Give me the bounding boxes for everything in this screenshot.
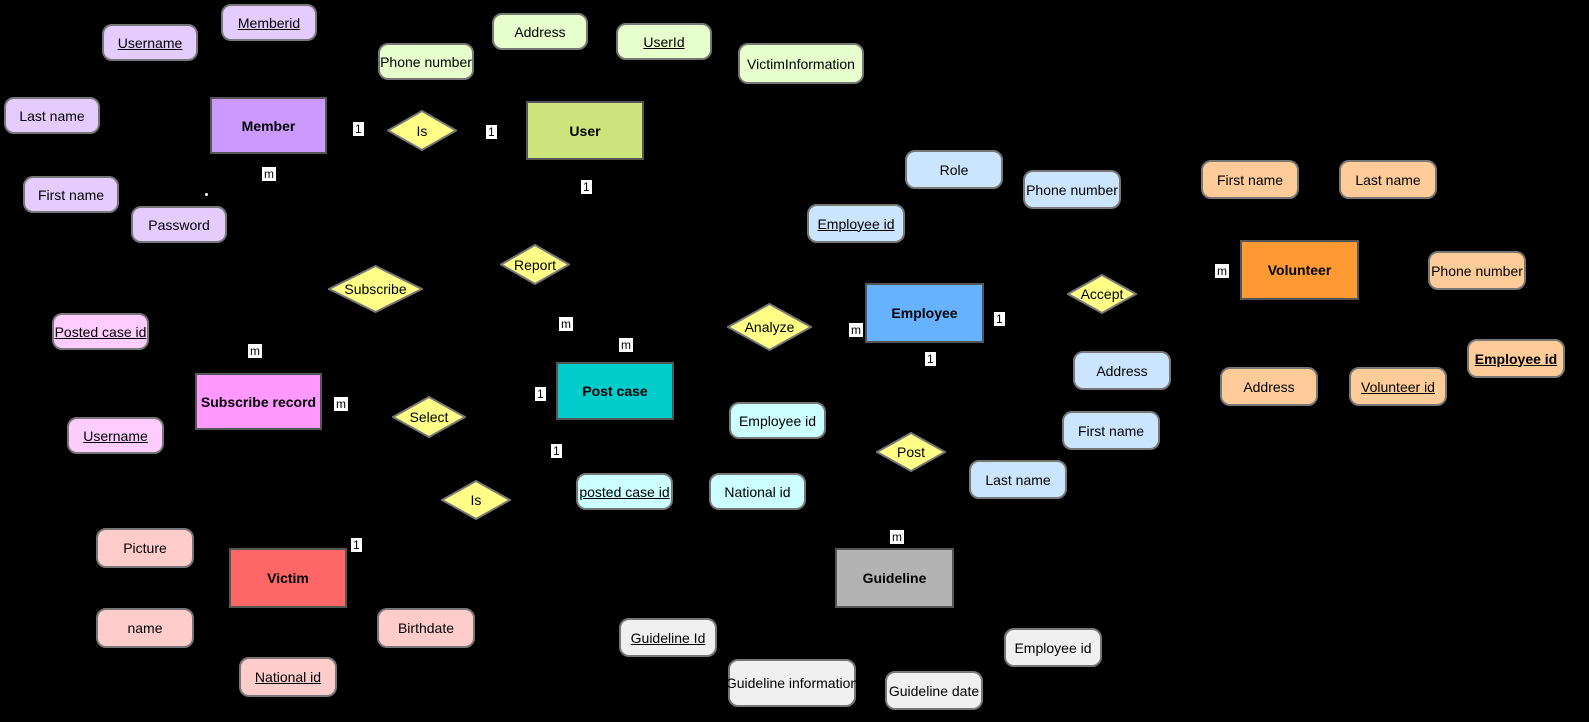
cardinality-label: m — [619, 338, 633, 352]
cardinality-label: 1 — [994, 312, 1005, 326]
employee-attr-role[interactable]: Role — [905, 150, 1003, 189]
entity-post-case[interactable]: Post case — [556, 362, 674, 420]
cardinality-label: m — [1215, 264, 1229, 278]
relationship-is-member-user[interactable]: Is — [387, 110, 457, 151]
volunteer-attr-employee-id[interactable]: Employee id — [1467, 339, 1565, 378]
entity-subscribe-record[interactable]: Subscribe record — [195, 373, 322, 430]
cardinality-label: 1 — [581, 180, 592, 194]
cardinality-label: m — [559, 317, 573, 331]
user-attr-address[interactable]: Address — [492, 13, 588, 50]
relationship-label: Accept — [1080, 286, 1124, 302]
volunteer-attr-first-name[interactable]: First name — [1201, 160, 1299, 199]
cardinality-label: 1 — [486, 125, 497, 139]
member-attr-first-name[interactable]: First name — [23, 176, 119, 213]
cardinality-label: 1 — [353, 122, 364, 136]
member-attr-memberid[interactable]: Memberid — [221, 4, 317, 41]
user-attr-phone-number[interactable]: Phone number — [378, 43, 474, 80]
relationship-select[interactable]: Select — [392, 396, 466, 438]
employee-attr-phone-number[interactable]: Phone number — [1023, 170, 1121, 209]
guideline-attr-guideline-information[interactable]: Guideline information — [726, 659, 858, 707]
relationship-label: Is — [416, 122, 428, 139]
volunteer-attr-address[interactable]: Address — [1220, 367, 1318, 406]
volunteer-attr-volunteer-id[interactable]: Volunteer id — [1349, 367, 1447, 406]
relationship-is-victim[interactable]: Is — [441, 480, 511, 520]
diamond-shape — [328, 265, 423, 313]
diamond-shape — [500, 244, 570, 285]
employee-attr-address[interactable]: Address — [1073, 351, 1171, 390]
cardinality-label: m — [248, 344, 262, 358]
cardinality-label: 1 — [535, 387, 546, 401]
cardinality-label: 1 — [925, 352, 936, 366]
postcase-attr-employee-id[interactable]: Employee id — [729, 402, 826, 439]
cardinality-label: 1 — [551, 444, 562, 458]
cardinality-label: 1 — [351, 538, 362, 552]
diamond-shape — [727, 303, 812, 351]
member-attr-username[interactable]: Username — [102, 24, 198, 61]
relationship-analyze[interactable]: Analyze — [727, 303, 812, 351]
victim-attr-picture[interactable]: Picture — [96, 528, 194, 568]
cardinality-label: m — [334, 397, 348, 411]
relationship-label: Report — [513, 256, 557, 273]
member-attr-password[interactable]: Password — [131, 206, 227, 243]
relationship-label: Post — [896, 444, 925, 460]
entity-employee[interactable]: Employee — [865, 283, 984, 343]
cardinality-label: m — [849, 323, 863, 337]
diamond-shape — [1067, 274, 1137, 314]
volunteer-attr-last-name[interactable]: Last name — [1339, 160, 1437, 199]
volunteer-attr-phone-number[interactable]: Phone number — [1428, 251, 1526, 290]
guideline-attr-guideline-date[interactable]: Guideline date — [885, 671, 983, 710]
victim-attr-name[interactable]: name — [96, 608, 194, 648]
subscribe-attr-username[interactable]: Username — [67, 417, 164, 454]
guideline-attr-employee-id[interactable]: Employee id — [1004, 628, 1102, 667]
diamond-shape — [441, 480, 511, 520]
member-attr-last-name[interactable]: Last name — [4, 97, 100, 134]
user-attr-userid[interactable]: UserId — [616, 23, 712, 60]
relationship-post[interactable]: Post — [876, 432, 946, 472]
relationship-accept[interactable]: Accept — [1067, 274, 1137, 314]
stray-dot — [205, 193, 208, 196]
postcase-attr-national-id[interactable]: National id — [709, 473, 806, 510]
victim-attr-birthdate[interactable]: Birthdate — [377, 608, 475, 648]
employee-attr-employee-id[interactable]: Employee id — [807, 204, 905, 243]
subscribe-attr-posted-case-id[interactable]: Posted case id — [52, 313, 149, 350]
diamond-shape — [387, 110, 457, 151]
relationship-label: Subscribe — [344, 281, 407, 297]
guideline-attr-guideline-id[interactable]: Guideline Id — [619, 618, 717, 657]
relationship-label: Is — [470, 492, 482, 508]
cardinality-label: m — [262, 167, 276, 181]
cardinality-label: m — [890, 530, 904, 544]
entity-guideline[interactable]: Guideline — [835, 548, 954, 608]
entity-user[interactable]: User — [526, 101, 644, 160]
entity-member[interactable]: Member — [210, 97, 327, 154]
employee-attr-first-name[interactable]: First name — [1062, 411, 1160, 450]
relationship-label: Analyze — [744, 319, 795, 335]
user-attr-victim-information[interactable]: VictimInformation — [738, 43, 864, 84]
relationship-subscribe[interactable]: Subscribe — [328, 265, 423, 313]
relationship-report[interactable]: Report — [500, 244, 570, 285]
relationship-label: Select — [409, 409, 449, 425]
diamond-shape — [876, 432, 946, 472]
employee-attr-last-name[interactable]: Last name — [969, 460, 1067, 499]
postcase-attr-posted-case-id[interactable]: posted case id — [576, 473, 673, 510]
entity-volunteer[interactable]: Volunteer — [1240, 240, 1359, 300]
victim-attr-national-id[interactable]: National id — [239, 657, 337, 697]
entity-victim[interactable]: Victim — [229, 548, 347, 608]
diamond-shape — [392, 396, 466, 438]
